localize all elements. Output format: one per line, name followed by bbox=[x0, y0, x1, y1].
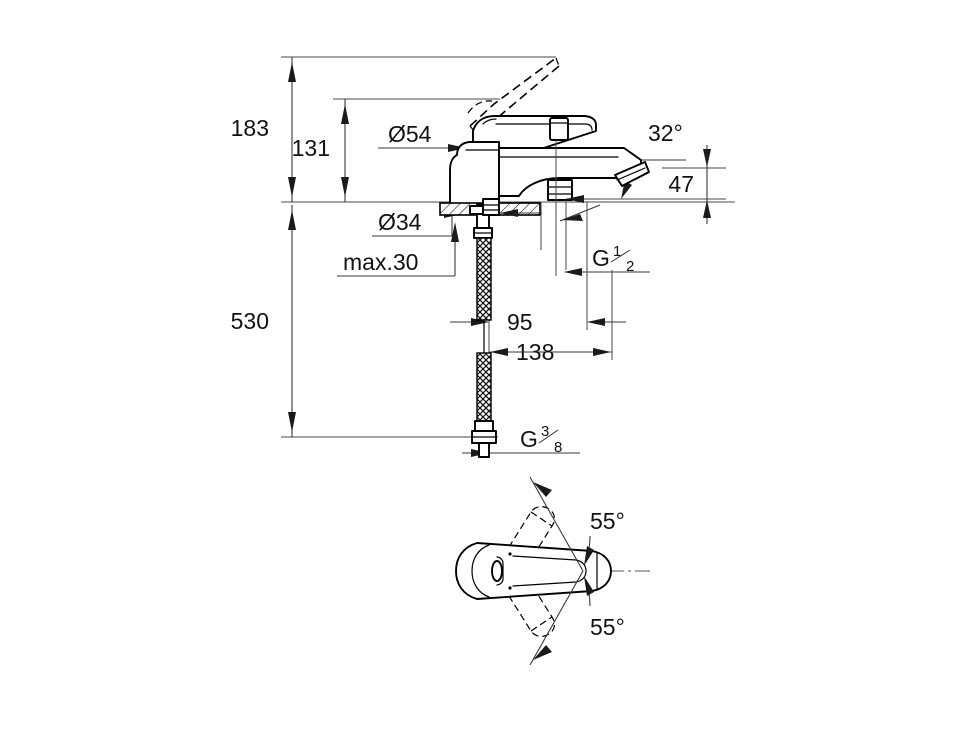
flexible-hose-lower bbox=[476, 352, 492, 422]
dimension-diameter-34: Ø34 bbox=[372, 209, 462, 237]
handle-swivel-top-view: 55° 55° bbox=[455, 476, 650, 666]
side-elevation-view bbox=[439, 57, 650, 458]
dim-label-diameter-54: Ø54 bbox=[388, 121, 432, 147]
dim-label-47: 47 bbox=[668, 171, 694, 197]
faucet-body bbox=[449, 141, 500, 205]
dim-label-thread-g38-denominator: 8 bbox=[554, 439, 562, 456]
dim-label-angle-32: 32° bbox=[648, 120, 683, 146]
dimension-angle-32: 32° bbox=[621, 120, 686, 199]
handle-plan-solid bbox=[455, 542, 612, 600]
dimension-angle-55-down: 55° bbox=[529, 570, 625, 666]
dim-label-thread-g38-letter: G bbox=[520, 426, 538, 452]
dim-label-138: 138 bbox=[516, 339, 554, 365]
dimension-530: 530 bbox=[231, 205, 296, 437]
dimension-95: 95 bbox=[450, 202, 626, 335]
flexible-hose-upper bbox=[476, 237, 492, 321]
dimension-angle-55-up: 55° bbox=[529, 476, 625, 572]
dim-label-530: 530 bbox=[231, 308, 269, 334]
dimension-max-30: max.30 bbox=[337, 222, 459, 277]
dim-label-thread-g38-numerator: 3 bbox=[541, 423, 549, 440]
dim-label-thread-g-half-letter: G bbox=[592, 245, 610, 271]
hex-nut-upper bbox=[547, 179, 573, 201]
dim-label-max-30: max.30 bbox=[343, 249, 418, 275]
dim-label-angle-55-down: 55° bbox=[590, 614, 625, 640]
dim-label-angle-55-up: 55° bbox=[590, 508, 625, 534]
dim-label-diameter-34: Ø34 bbox=[378, 209, 422, 235]
dim-label-131: 131 bbox=[292, 135, 330, 161]
feature-leader-arrows bbox=[500, 195, 601, 222]
deck-connector-block bbox=[482, 198, 500, 216]
handle-ghost-up bbox=[496, 506, 555, 581]
dim-label-95: 95 bbox=[507, 309, 533, 335]
dim-label-183: 183 bbox=[231, 115, 269, 141]
hose-end-fitting bbox=[471, 420, 497, 458]
dimension-138: 138 bbox=[488, 270, 613, 365]
dim-label-thread-g-half-denominator: 2 bbox=[626, 258, 634, 275]
spout-top-cap bbox=[549, 117, 569, 141]
dim-label-thread-g-half-numerator: 1 bbox=[613, 243, 621, 260]
spout-outlet bbox=[614, 161, 650, 187]
dimension-47: 47 bbox=[668, 145, 711, 224]
dimension-thread-g-three-eighths: G 3 8 bbox=[462, 423, 580, 457]
dimension-183: 183 bbox=[231, 57, 296, 202]
extension-lines bbox=[281, 56, 735, 438]
handle-ghost-down bbox=[496, 562, 555, 637]
dimension-thread-g-half: G 1 2 bbox=[555, 202, 650, 276]
dimension-131: 131 bbox=[292, 99, 349, 202]
dimension-diameter-54: Ø54 bbox=[378, 121, 466, 152]
